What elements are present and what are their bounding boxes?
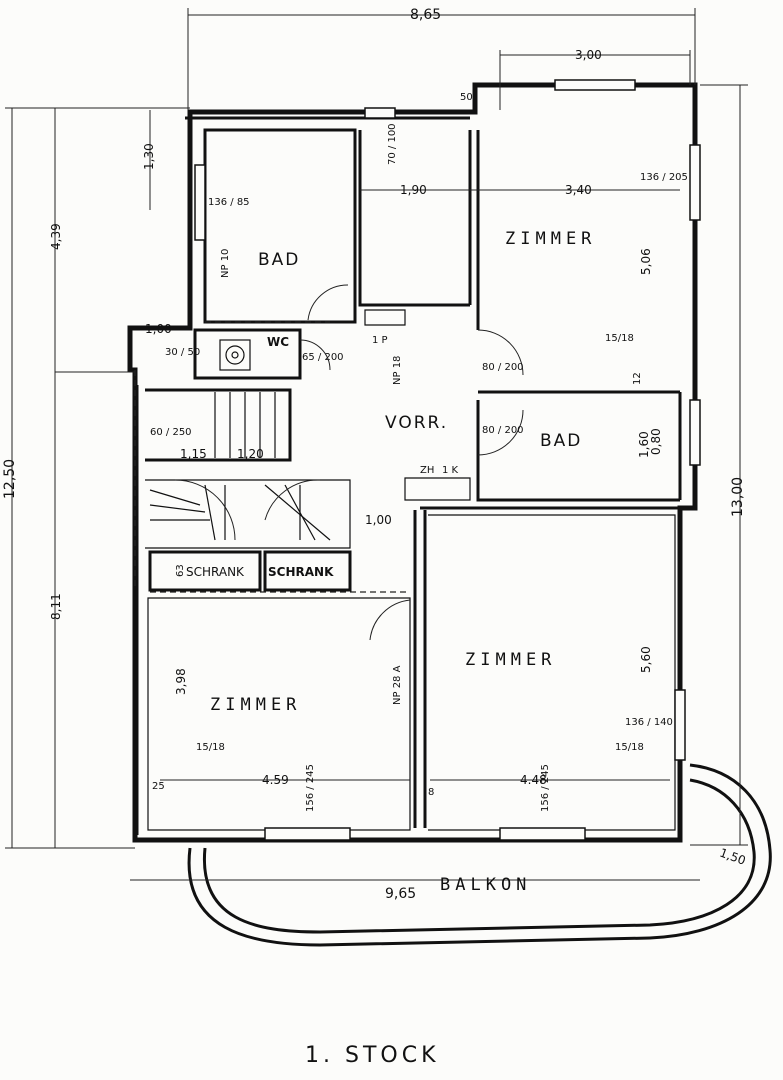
dim-window-136-85: 136 / 85 [208, 197, 250, 208]
dim-wall-width: 1,00 [145, 322, 172, 336]
dim-corridor-width: 1,90 [400, 183, 427, 197]
label-8: 8 [428, 787, 434, 798]
label-np-28a: NP 28 A [392, 665, 403, 705]
dim-overall-width: 8,65 [410, 7, 441, 23]
label-np-10: NP 10 [220, 249, 231, 278]
room-label-bad-right: BAD [540, 431, 582, 451]
dim-bad-right-height: 1,60 [637, 431, 651, 458]
label-np-18: NP 18 [392, 356, 403, 385]
dim-zimmer-top-width: 3,40 [565, 183, 592, 197]
dim-total-depth: 12,50 [2, 459, 18, 499]
label-zh: ZH [420, 465, 434, 476]
dim-zimmer-top-depth: 5,06 [639, 248, 653, 275]
dim-zimmer-left-width: 4.59 [262, 773, 289, 787]
room-label-balkon: BALKON [440, 875, 531, 895]
door-swings [299, 284, 524, 641]
room-label-zimmer-top: ZIMMER [505, 229, 596, 249]
dim-stair-width-2: 1,20 [237, 447, 264, 461]
dim-door-80-200-a: 80 / 200 [482, 362, 524, 373]
room-label-bad-top: BAD [258, 250, 300, 270]
dim-balkon-depth: 1,50 [718, 846, 748, 868]
dim-zimmer-right-width: 4.48 [520, 773, 547, 787]
dim-window-156-245-a: 156 / 245 [305, 764, 316, 812]
dim-lower-depth: 8,11 [49, 593, 63, 620]
dim-door-80-200-b: 80 / 200 [482, 425, 524, 436]
dashed-partitions [134, 321, 410, 593]
room-label-zimmer-right: ZIMMER [465, 650, 556, 670]
dim-door-70-100: 70 / 100 [387, 123, 398, 165]
dim-hall: 1,00 [365, 513, 392, 527]
dim-window-156-245-b: 156 / 245 [540, 764, 551, 812]
heating-label-b: 15/18 [196, 742, 225, 753]
dim-window-136-140: 136 / 140 [625, 717, 673, 728]
dim-zimmer-left-depth: 3,98 [174, 668, 188, 695]
dim-door-65-200: 65 / 200 [302, 352, 344, 363]
dim-balkon-width: 9,65 [385, 886, 416, 902]
dim-offset-50: 50 [460, 92, 473, 103]
label-63: 63 [175, 564, 186, 577]
room-label-schrank-1: SCHRANK [186, 565, 245, 579]
dim-door-60-250: 60 / 250 [150, 427, 192, 438]
heating-label-a: 15/18 [605, 333, 634, 344]
room-label-schrank-2: SCHRANK [268, 565, 334, 579]
dim-bad-top-height: 1,30 [142, 143, 156, 170]
label-1p: 1 P [372, 335, 388, 346]
label-wall-12: 12 [632, 372, 643, 385]
heating-label-c: 15/18 [615, 742, 644, 753]
windows [194, 79, 701, 841]
dim-zimmer-right-depth: 5,60 [639, 646, 653, 673]
label-wall-25: 25 [152, 781, 165, 792]
stair-treads [149, 392, 331, 541]
room-label-vorraum: VORR. [385, 413, 448, 433]
dim-zimmer-top-window: 3,00 [575, 48, 602, 62]
dim-door-30-50: 30 / 50 [165, 347, 200, 358]
room-label-zimmer-left: ZIMMER [210, 695, 301, 715]
dim-bad-right-depth: 0,80 [649, 428, 663, 455]
dim-window-136-205: 136 / 205 [640, 172, 688, 183]
balcony [187, 763, 772, 947]
dimension-lines [5, 8, 748, 881]
page-title: 1. STOCK [305, 1043, 440, 1068]
dim-upper-depth: 4,39 [49, 223, 63, 250]
outer-walls [127, 82, 698, 843]
dim-stair-width-1: 1,15 [180, 447, 207, 461]
interior-walls [145, 128, 682, 831]
room-label-wc: WC [267, 335, 289, 349]
toilet-icon [219, 339, 251, 371]
label-1k: 1 K [442, 465, 459, 476]
dim-right-total: 13,00 [730, 477, 746, 517]
